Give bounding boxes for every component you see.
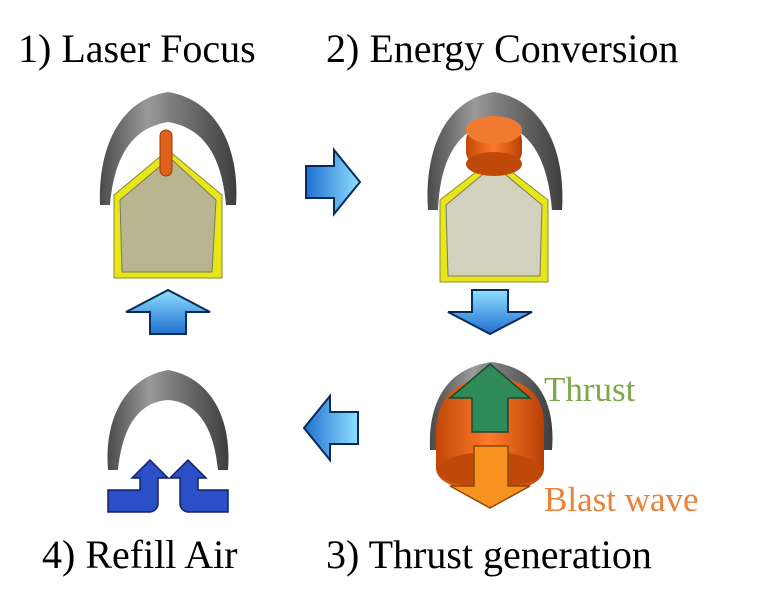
step-3-vehicle — [429, 362, 553, 509]
reflector-shell — [427, 92, 563, 210]
reflector-shell — [107, 370, 229, 470]
blast-arrow — [449, 445, 531, 509]
reflector-shell — [429, 362, 553, 450]
step-3-caption: 3) Thrust generation — [326, 532, 652, 577]
thrust-arrow — [447, 363, 533, 433]
step-2-label: Energy Conversion — [369, 26, 678, 71]
right-arrow-icon — [305, 147, 362, 217]
step-4-caption: 4) Refill Air — [42, 532, 238, 577]
step-1-number: 1) — [18, 26, 51, 71]
thrust-label: Thrust — [544, 370, 636, 409]
step-3-label: Thrust generation — [369, 532, 652, 577]
body-face — [445, 164, 543, 277]
plasma-blob — [466, 116, 522, 176]
left-arrow-icon — [302, 393, 359, 463]
step-3-number: 3) — [326, 532, 359, 577]
step-4-number: 4) — [42, 532, 75, 577]
down-arrow-icon — [447, 289, 533, 336]
up-arrow-icon — [125, 288, 211, 335]
step-2-vehicle — [427, 92, 563, 283]
step-1-vehicle — [99, 92, 237, 279]
air-inflow-arrow-right — [168, 458, 229, 513]
step-4-vehicle — [107, 370, 229, 513]
step-2-caption: 2) Energy Conversion — [326, 26, 679, 71]
reflector-shell — [99, 92, 237, 205]
laser-focus-point — [159, 129, 173, 177]
blast-wave-label: Blast wave — [544, 480, 699, 519]
step-2-number: 2) — [326, 26, 359, 71]
step-1-label: Laser Focus — [61, 26, 255, 71]
step-4-label: Refill Air — [85, 532, 237, 577]
air-inflow-arrow-left — [107, 458, 170, 513]
step-1-caption: 1) Laser Focus — [18, 26, 256, 71]
